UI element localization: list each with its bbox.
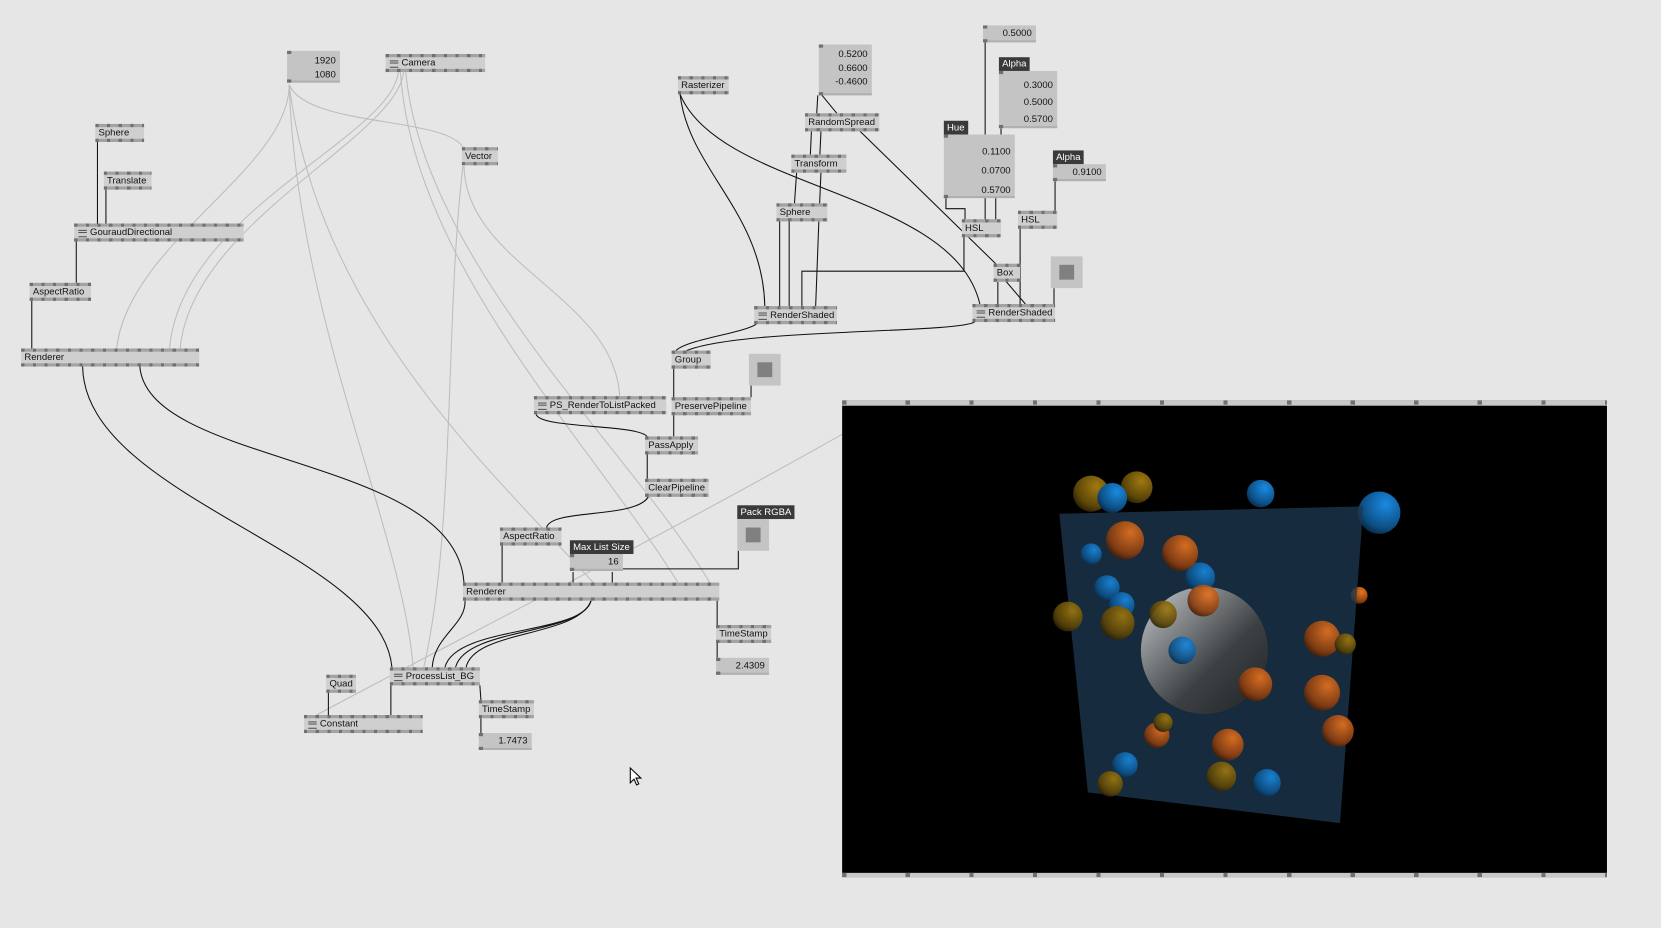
value-iobox[interactable]: 0.5000 <box>983 25 1036 43</box>
mouse-cursor-icon <box>629 766 643 786</box>
camera-node[interactable]: Camera <box>385 54 486 73</box>
process-list-bg-node[interactable]: ProcessList_BG <box>389 667 480 686</box>
rendered-scene <box>1052 471 1401 824</box>
menu-icon <box>308 721 317 729</box>
transform-node[interactable]: Transform <box>791 154 847 173</box>
render-shaded-node[interactable]: RenderShaded <box>972 304 1056 323</box>
alpha-iobox[interactable]: 0.3000 0.5000 0.5700 <box>998 70 1058 129</box>
max-list-size-label: Max List Size <box>569 540 633 555</box>
hue-value: 0.0700 <box>981 165 1011 176</box>
box-node[interactable]: Box <box>993 263 1021 282</box>
hsl-node[interactable]: HSL <box>961 219 1002 238</box>
timestamp-node[interactable]: TimeStamp <box>478 700 534 719</box>
spread-value: 0.6600 <box>838 62 868 74</box>
spread-iobox[interactable]: 0.5200 0.6600 -0.4600 <box>818 44 872 96</box>
hue-iobox[interactable]: 0.1100 0.0700 0.5700 <box>943 134 1015 199</box>
gouraud-directional-node[interactable]: GouraudDirectional <box>74 223 244 242</box>
resolution-width: 1920 <box>314 55 336 66</box>
alpha-label: Alpha <box>1052 150 1084 165</box>
menu-icon <box>538 402 547 410</box>
aspect-ratio-node[interactable]: AspectRatio <box>29 282 92 301</box>
menu-icon <box>394 673 403 682</box>
group-node[interactable]: Group <box>671 350 711 369</box>
ps-render-to-list-packed-node[interactable]: PS_RenderToListPacked <box>533 396 667 415</box>
hue-value: 0.5700 <box>981 184 1011 195</box>
color-swatch <box>757 362 773 378</box>
timestamp-iobox[interactable]: 2.4309 <box>716 657 770 675</box>
rasterizer-node[interactable]: Rasterizer <box>677 76 729 95</box>
color-swatch <box>745 527 761 543</box>
renderer-window[interactable] <box>842 400 1607 878</box>
pack-rgba-color-iobox[interactable] <box>737 519 770 551</box>
menu-icon <box>78 229 87 238</box>
timestamp-value: 2.4309 <box>735 659 765 671</box>
render-shaded-node[interactable]: RenderShaded <box>754 306 837 325</box>
quad-node[interactable]: Quad <box>326 674 356 693</box>
sphere-node[interactable]: Sphere <box>776 203 828 222</box>
menu-icon <box>758 312 767 320</box>
color-iobox[interactable] <box>1050 256 1083 289</box>
timestamp-value: 1.7473 <box>498 735 528 746</box>
random-spread-node[interactable]: RandomSpread <box>805 113 880 132</box>
menu-icon <box>976 310 986 318</box>
translate-node[interactable]: Translate <box>103 171 152 190</box>
renderer-node[interactable]: Renderer <box>462 582 720 601</box>
renderer-node[interactable]: Renderer <box>21 348 200 367</box>
preserve-pipeline-node[interactable]: PreservePipeline <box>671 397 752 416</box>
spread-value: -0.4600 <box>835 76 868 87</box>
resolution-height: 1080 <box>314 68 336 80</box>
color-iobox[interactable] <box>748 353 781 386</box>
max-list-size-value: 16 <box>608 556 619 567</box>
vector-node[interactable]: Vector <box>461 147 498 166</box>
clear-pipeline-node[interactable]: ClearPipeline <box>645 478 709 497</box>
color-swatch <box>1059 264 1075 280</box>
aspect-ratio-node[interactable]: AspectRatio <box>499 527 562 546</box>
alpha-label: Alpha <box>998 57 1030 71</box>
alpha-value: 0.5000 <box>1023 96 1053 107</box>
timestamp-node[interactable]: TimeStamp <box>716 624 772 643</box>
alpha-value: 0.5700 <box>1023 113 1053 124</box>
pack-rgba-label: Pack RGBA <box>737 505 795 520</box>
alpha-iobox[interactable]: 0.9100 <box>1052 164 1106 182</box>
menu-icon <box>389 60 399 68</box>
resolution-iobox[interactable]: 1920 1080 <box>287 50 341 83</box>
spread-value: 0.5200 <box>838 48 868 60</box>
alpha-value: 0.3000 <box>1023 79 1053 91</box>
timestamp-iobox[interactable]: 1.7473 <box>478 733 532 750</box>
hsl-node[interactable]: HSL <box>1017 210 1058 229</box>
constant-node[interactable]: Constant <box>304 715 423 734</box>
max-list-size-iobox[interactable]: 16 <box>569 554 623 571</box>
pass-apply-node[interactable]: PassApply <box>645 436 699 455</box>
alpha-value: 0.9100 <box>1072 166 1102 177</box>
hue-value: 0.1100 <box>982 146 1011 157</box>
hue-label: Hue <box>943 120 968 135</box>
value: 0.5000 <box>1002 27 1032 39</box>
sphere-node[interactable]: Sphere <box>95 123 145 142</box>
